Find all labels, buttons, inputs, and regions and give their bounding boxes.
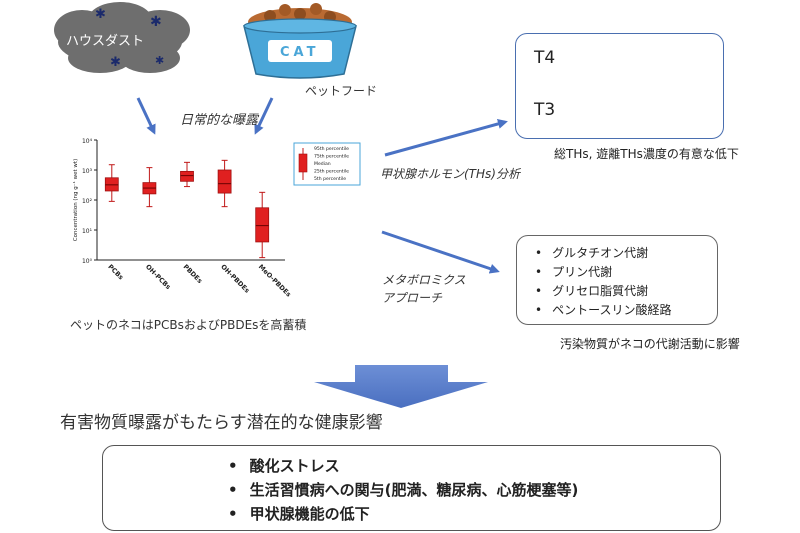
- category-label: OH-PCBs: [144, 263, 172, 291]
- legend-entry: 25th percentile: [314, 169, 349, 175]
- metabolomics-label-line1: メタボロミクス: [382, 273, 466, 287]
- arrow-to-metabolomics: [381, 230, 500, 274]
- health-effects-box: 酸化ストレス 生活習慣病への関与(肥満、糖尿病、心筋梗塞等) 甲状腺機能の低下: [102, 445, 721, 531]
- t4-label: T4: [534, 48, 556, 68]
- metabolic-effect-label: 汚染物質がネコの代謝活動に影響: [560, 337, 740, 351]
- health-effects-list: 酸化ストレス 生活習慣病への関与(肥満、糖尿病、心筋梗塞等) 甲状腺機能の低下: [228, 454, 579, 526]
- cat-bowl-text: CAT: [280, 45, 320, 60]
- thyroid-analysis-label: 甲状腺ホルモン(THs)分析: [380, 167, 520, 181]
- category-label: PCBs: [106, 263, 125, 282]
- svg-text:✱: ✱: [95, 7, 106, 22]
- y-axis-label: Concentration (ng g⁻¹ wet wt): [72, 159, 79, 241]
- box-OH-PBDEs: [217, 169, 232, 194]
- exposure-arrow-food: [254, 97, 274, 135]
- health-effects-title: 有害物質曝露がもたらす潜在的な健康影響: [60, 413, 383, 433]
- category-label: PBDEs: [182, 263, 204, 285]
- metabolomics-label-line2: アプローチ: [382, 291, 443, 305]
- boxplot-chart: 10⁰ 10¹ 10² 10³ 10⁴ Concentration (ng g⁻¹ wet…: [72, 138, 361, 299]
- t3-label: T3: [534, 100, 556, 120]
- th-decrease-label: 総THs, 遊離THs濃度の有意な低下: [554, 147, 739, 161]
- y-tick-label: 10⁴: [82, 138, 93, 145]
- list-item: グルタチオン代謝: [535, 244, 671, 263]
- svg-text:✱: ✱: [150, 14, 162, 30]
- list-item: ペントースリン酸経路: [535, 301, 671, 320]
- legend-entry: 5th percentile: [314, 176, 346, 182]
- legend-entry: Median: [314, 161, 331, 167]
- exposure-arrow-dust: [136, 97, 156, 135]
- list-item: プリン代謝: [535, 263, 671, 282]
- box-PBDEs: [180, 170, 194, 182]
- legend-swatch: [298, 153, 308, 173]
- list-item: 酸化ストレス: [228, 454, 578, 478]
- daily-exposure-label: 日常的な曝露: [180, 113, 259, 128]
- y-tick-label: 10¹: [82, 228, 93, 235]
- y-tick-label: 10⁰: [82, 258, 93, 265]
- big-down-arrow: [314, 365, 488, 408]
- pet-cat-accumulation-label: ペットのネコはPCBsおよびPBDEsを高蓄積: [70, 318, 307, 332]
- list-item: グリセロ脂質代謝: [535, 282, 671, 301]
- arrow-to-thyroid: [384, 119, 508, 157]
- list-item: 甲状腺機能の低下: [228, 502, 578, 526]
- house-dust-cloud-icon: ✱ ✱ ✱ ✱: [54, 2, 190, 73]
- legend-entry: 95th percentile: [314, 146, 349, 152]
- house-dust-label: ハウスダスト: [66, 34, 145, 49]
- legend-entry: 75th percentile: [314, 154, 349, 160]
- category-label: MeO-PBDEs: [257, 263, 293, 299]
- list-item: 生活習慣病への関与(肥満、糖尿病、心筋梗塞等): [228, 478, 579, 502]
- metabolic-pathway-box: グルタチオン代謝 プリン代謝 グリセロ脂質代謝 ペントースリン酸経路: [516, 235, 718, 325]
- cat-food-bowl-icon: [243, 3, 357, 79]
- thyroid-hormone-box: T4 T3: [515, 33, 724, 139]
- metabolic-pathway-list: グルタチオン代謝 プリン代謝 グリセロ脂質代謝 ペントースリン酸経路: [535, 244, 671, 320]
- category-label: OH-PBDEs: [219, 263, 251, 295]
- pet-food-label: ペットフード: [305, 84, 378, 98]
- svg-text:✱: ✱: [155, 54, 164, 67]
- y-tick-label: 10³: [82, 168, 93, 175]
- box-MeO-PBDEs: [255, 207, 270, 243]
- y-tick-label: 10²: [82, 198, 93, 205]
- svg-text:✱: ✱: [110, 55, 121, 70]
